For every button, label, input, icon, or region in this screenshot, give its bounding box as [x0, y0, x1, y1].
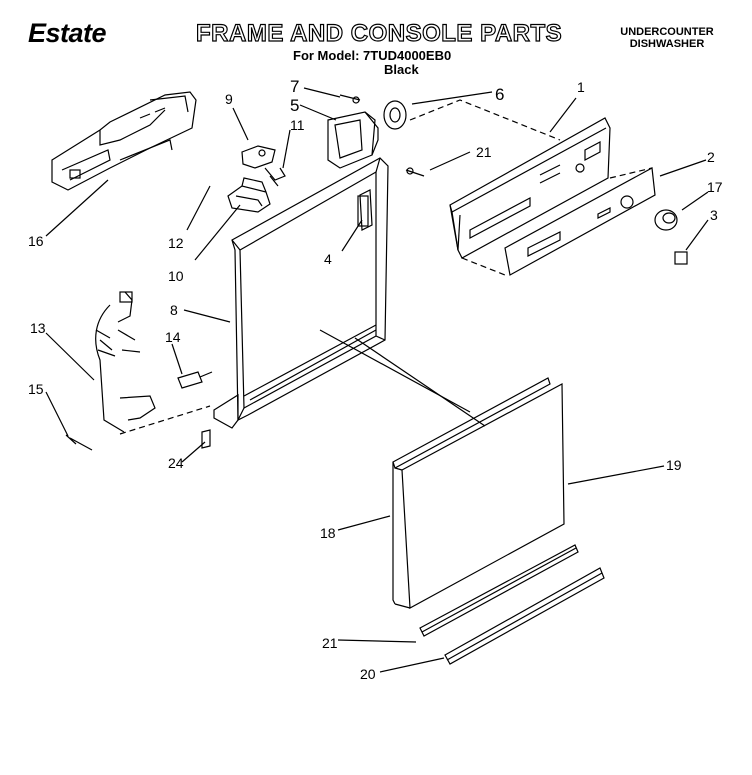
- part-5-timer: [327, 111, 379, 169]
- brand-logo: Estate: [28, 18, 107, 48]
- part-9-door-switch: [241, 145, 286, 187]
- part-7-screw: [339, 94, 361, 104]
- page-title: FRAME AND CONSOLE PARTS: [195, 19, 563, 47]
- part-20-trim-strip: [444, 567, 605, 665]
- part-16-vent-housing: [51, 91, 197, 191]
- callout-1: 1: [577, 79, 585, 95]
- callout-14: 14: [165, 329, 181, 345]
- part-25-clip: [201, 429, 211, 449]
- callout-9: 9: [225, 91, 233, 107]
- part-18-door-panel: [392, 377, 551, 605]
- callout-19: 19: [666, 457, 682, 473]
- callout-11: 11: [290, 117, 305, 133]
- part-3-button: [674, 251, 688, 265]
- callout-10: 10: [168, 268, 184, 284]
- callout-20: 20: [360, 666, 376, 682]
- callout-8: 8: [170, 302, 178, 318]
- part-1-console-panel: [449, 117, 611, 259]
- appliance-type-line1: UNDERCOUNTER: [620, 26, 714, 38]
- callout-16: 16: [28, 233, 44, 249]
- model-color: Black: [384, 62, 419, 77]
- part-4-latch-strike: [359, 189, 373, 231]
- callout-24: 21: [322, 635, 338, 651]
- part-21-screw: [405, 167, 425, 177]
- part-10-switch-bracket: [227, 177, 271, 213]
- callout-2: 2: [707, 149, 715, 165]
- callout-17: 17: [707, 179, 723, 195]
- part-17-knob: [654, 209, 678, 231]
- part-6-knob: [383, 100, 407, 130]
- part-14-connector: [177, 371, 213, 389]
- model-number: For Model: 7TUD4000EB0: [293, 48, 452, 63]
- callout-13: 13: [30, 320, 46, 336]
- part-19-door-panel-insert: [394, 383, 565, 609]
- callout-7: 7: [290, 77, 299, 96]
- callout-5: 5: [290, 96, 299, 115]
- callout-labels: 9 11 12 10 4 8 13 14 15 16 7 5 6 1 2 17 …: [28, 77, 723, 682]
- part-15-screw: [65, 434, 93, 451]
- callout-21: 21: [476, 144, 492, 160]
- part-2-overlay: [504, 167, 656, 276]
- appliance-type: UNDERCOUNTER DISHWASHER: [612, 26, 722, 50]
- part-24-trim-strip: [419, 544, 579, 637]
- callout-6: 6: [495, 85, 504, 104]
- callout-18: 18: [320, 525, 336, 541]
- callout-25: 24: [168, 455, 184, 471]
- callout-3: 3: [710, 207, 718, 223]
- callout-12: 12: [168, 235, 184, 251]
- leader-lines: [45, 87, 709, 673]
- part-13-wire-harness: [95, 291, 156, 433]
- appliance-type-line2: DISHWASHER: [629, 38, 705, 50]
- callout-15: 15: [28, 381, 44, 397]
- alignment-lines: [119, 99, 653, 435]
- callout-4: 4: [324, 251, 332, 267]
- part-8-door-frame: [213, 157, 389, 429]
